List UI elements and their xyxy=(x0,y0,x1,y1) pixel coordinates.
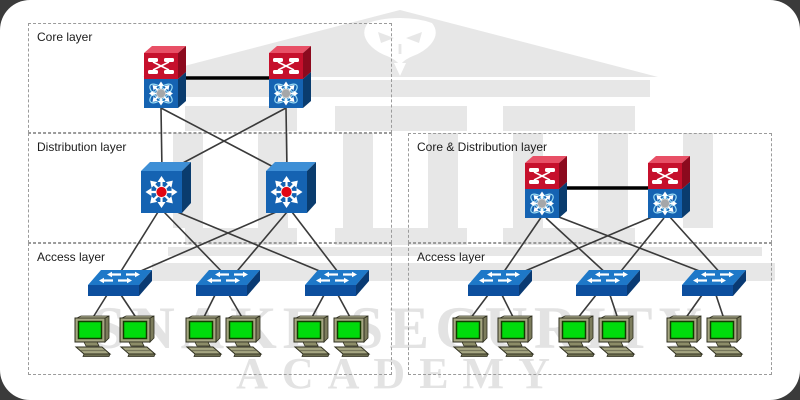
core-switch-left-2 xyxy=(269,46,311,110)
collapsed-core-switch-1 xyxy=(525,156,567,220)
core-layer-label: Core layer xyxy=(37,30,93,44)
access-switch-left-3 xyxy=(303,268,371,298)
distribution-switch-2 xyxy=(264,162,316,215)
pc-right-6 xyxy=(706,315,743,358)
pc-left-5 xyxy=(293,315,330,358)
layer-box-core-distribution: Core & Distribution layer xyxy=(408,133,772,243)
access-layer-label-right: Access layer xyxy=(417,250,486,264)
distribution-layer-label: Distribution layer xyxy=(37,140,127,154)
access-switch-right-2 xyxy=(574,268,642,298)
snake-head-icon xyxy=(364,18,436,76)
pc-left-4 xyxy=(225,315,262,358)
layer-box-access-left: Access layer xyxy=(28,243,392,375)
access-switch-left-2 xyxy=(194,268,262,298)
pc-left-3 xyxy=(185,315,222,358)
core-switch-left-1 xyxy=(144,46,186,110)
access-layer-label-left: Access layer xyxy=(37,250,106,264)
core-distribution-layer-label: Core & Distribution layer xyxy=(417,140,548,154)
core-interconnect-links xyxy=(183,76,650,190)
pc-right-2 xyxy=(497,315,534,358)
access-switch-left-1 xyxy=(86,268,154,298)
pc-right-1 xyxy=(452,315,489,358)
layer-box-core: Core layer xyxy=(28,23,392,133)
pc-left-6 xyxy=(333,315,370,358)
collapsed-core-switch-2 xyxy=(648,156,690,220)
pc-left-2 xyxy=(119,315,156,358)
pc-left-1 xyxy=(74,315,111,358)
connection-lines xyxy=(91,107,725,320)
pc-right-4 xyxy=(598,315,635,358)
access-switch-right-3 xyxy=(680,268,748,298)
watermark-text-line2: ACADEMY xyxy=(236,349,564,398)
distribution-switch-1 xyxy=(139,162,191,215)
pc-right-3 xyxy=(558,315,595,358)
access-switch-right-1 xyxy=(466,268,534,298)
pc-right-5 xyxy=(666,315,703,358)
